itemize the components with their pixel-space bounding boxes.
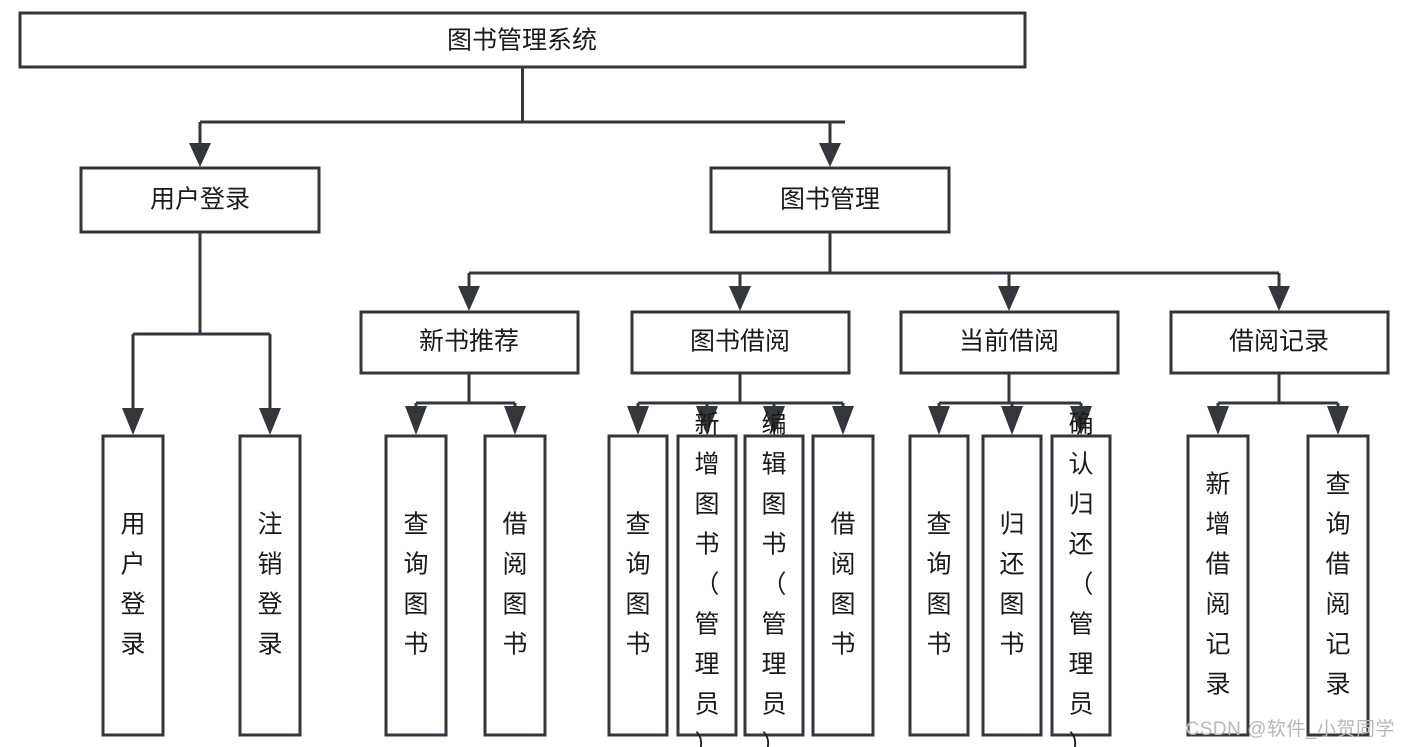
leaf-borrow-book-newbook[interactable]: 借阅图书: [483, 434, 547, 737]
node-layer: 图书管理系统 用户登录 图书管理 新书推荐 图书借阅 当前: [18, 11, 1390, 747]
arrow-login-leaf2-icon: [259, 408, 281, 435]
leaf-query-borrow-record-box[interactable]: [1306, 434, 1370, 737]
node-book-management-box[interactable]: [709, 166, 951, 234]
arrow-borrow-leaf2-icon: [696, 406, 718, 435]
leaf-edit-book-admin-box[interactable]: [743, 434, 805, 737]
leaf-confirm-return-admin[interactable]: 确认归还（管理员）: [1050, 411, 1112, 747]
leaf-add-book-admin-box[interactable]: [676, 434, 738, 737]
node-new-book-recommend[interactable]: 新书推荐: [359, 310, 580, 375]
node-borrow-records-box[interactable]: [1169, 310, 1390, 375]
node-book-borrow-box[interactable]: [630, 310, 851, 375]
watermark-text: CSDN @软件_小贺同学: [1185, 719, 1395, 740]
arrow-records-leaf1-icon: [1207, 406, 1229, 435]
leaf-borrow-book-newbook-box[interactable]: [483, 434, 547, 737]
leaf-logout-label: 注销登录: [257, 511, 282, 659]
leaf-borrow-book[interactable]: 借阅图书: [811, 434, 875, 737]
arrow-borrow-leaf4-icon: [832, 406, 854, 435]
node-root-label: 图书管理系统: [447, 27, 597, 55]
leaf-query-book-borrow-label: 查询图书: [625, 511, 650, 659]
arrow-root-to-login-icon: [189, 143, 211, 167]
leaf-edit-book-admin[interactable]: 编辑图书（管理员）: [743, 411, 805, 747]
connector-layer: [122, 67, 1349, 435]
leaf-return-book-box[interactable]: [981, 434, 1043, 737]
leaf-query-borrow-record[interactable]: 查询借阅记录: [1306, 434, 1370, 737]
leaf-confirm-return-admin-label: 确认归还（管理员）: [1068, 411, 1093, 747]
arrow-current-leaf2-icon: [1001, 406, 1023, 435]
arrow-root-to-bookmgmt-icon: [819, 143, 841, 167]
leaf-logout-box[interactable]: [238, 434, 302, 737]
arrow-bookmgmt-records-icon: [1268, 286, 1290, 311]
node-borrow-records-label: 借阅记录: [1229, 328, 1329, 356]
node-current-borrow-box[interactable]: [899, 310, 1120, 375]
node-book-management-label: 图书管理: [780, 186, 880, 214]
leaf-logout[interactable]: 注销登录: [238, 434, 302, 737]
arrow-bookmgmt-borrow-icon: [729, 286, 751, 311]
node-user-login[interactable]: 用户登录: [79, 166, 321, 234]
node-user-login-box[interactable]: [79, 166, 321, 234]
leaf-query-book-current[interactable]: 查询图书: [908, 434, 970, 737]
leaf-return-book-label: 归还图书: [999, 511, 1024, 659]
arrow-newbook-leaf1-icon: [405, 406, 427, 435]
arrow-newbook-leaf2-icon: [504, 406, 526, 435]
leaf-add-borrow-record-box[interactable]: [1186, 434, 1250, 737]
arrow-records-leaf2-icon: [1327, 406, 1349, 435]
arrow-borrow-leaf1-icon: [627, 406, 649, 435]
leaf-user-login[interactable]: 用户登录: [101, 434, 165, 737]
arrow-current-leaf1-icon: [928, 406, 950, 435]
node-root-box[interactable]: [18, 11, 1027, 69]
leaf-borrow-book-label: 借阅图书: [830, 511, 855, 659]
leaf-query-book-borrow-box[interactable]: [607, 434, 669, 737]
arrow-bookmgmt-newbook-icon: [458, 286, 480, 311]
leaf-query-book-current-label: 查询图书: [926, 511, 951, 659]
leaf-add-borrow-record[interactable]: 新增借阅记录: [1186, 434, 1250, 737]
leaf-query-book-borrow[interactable]: 查询图书: [607, 434, 669, 737]
leaf-query-borrow-record-label: 查询借阅记录: [1325, 471, 1350, 699]
leaf-user-login-label: 用户登录: [120, 511, 145, 659]
leaf-borrow-book-box[interactable]: [811, 434, 875, 737]
leaf-confirm-return-admin-box[interactable]: [1050, 434, 1112, 737]
leaf-user-login-box[interactable]: [101, 434, 165, 737]
node-current-borrow-label: 当前借阅: [959, 328, 1059, 356]
leaf-query-book-newbook-box[interactable]: [384, 434, 448, 737]
node-new-book-recommend-label: 新书推荐: [419, 328, 519, 356]
node-user-login-label: 用户登录: [150, 186, 250, 214]
node-book-borrow[interactable]: 图书借阅: [630, 310, 851, 375]
arrow-bookmgmt-current-icon: [998, 286, 1020, 311]
leaf-edit-book-admin-label: 编辑图书（管理员）: [761, 411, 786, 747]
arrow-borrow-leaf3-icon: [763, 406, 785, 435]
node-root[interactable]: 图书管理系统: [18, 11, 1027, 69]
leaf-query-book-current-box[interactable]: [908, 434, 970, 737]
node-current-borrow[interactable]: 当前借阅: [899, 310, 1120, 375]
node-book-management[interactable]: 图书管理: [709, 166, 951, 234]
node-borrow-records[interactable]: 借阅记录: [1169, 310, 1390, 375]
arrow-login-leaf1-icon: [122, 408, 144, 435]
leaf-add-book-admin-label: 新增图书（管理员）: [694, 411, 719, 747]
node-new-book-recommend-box[interactable]: [359, 310, 580, 375]
leaf-query-book-newbook[interactable]: 查询图书: [384, 434, 448, 737]
arrow-current-leaf3-icon: [1070, 406, 1092, 435]
node-book-borrow-label: 图书借阅: [690, 328, 790, 356]
leaf-borrow-book-newbook-label: 借阅图书: [502, 511, 527, 659]
leaf-add-book-admin[interactable]: 新增图书（管理员）: [676, 411, 738, 747]
leaf-add-borrow-record-label: 新增借阅记录: [1205, 471, 1230, 699]
leaf-query-book-newbook-label: 查询图书: [403, 511, 428, 659]
leaf-return-book[interactable]: 归还图书: [981, 434, 1043, 737]
